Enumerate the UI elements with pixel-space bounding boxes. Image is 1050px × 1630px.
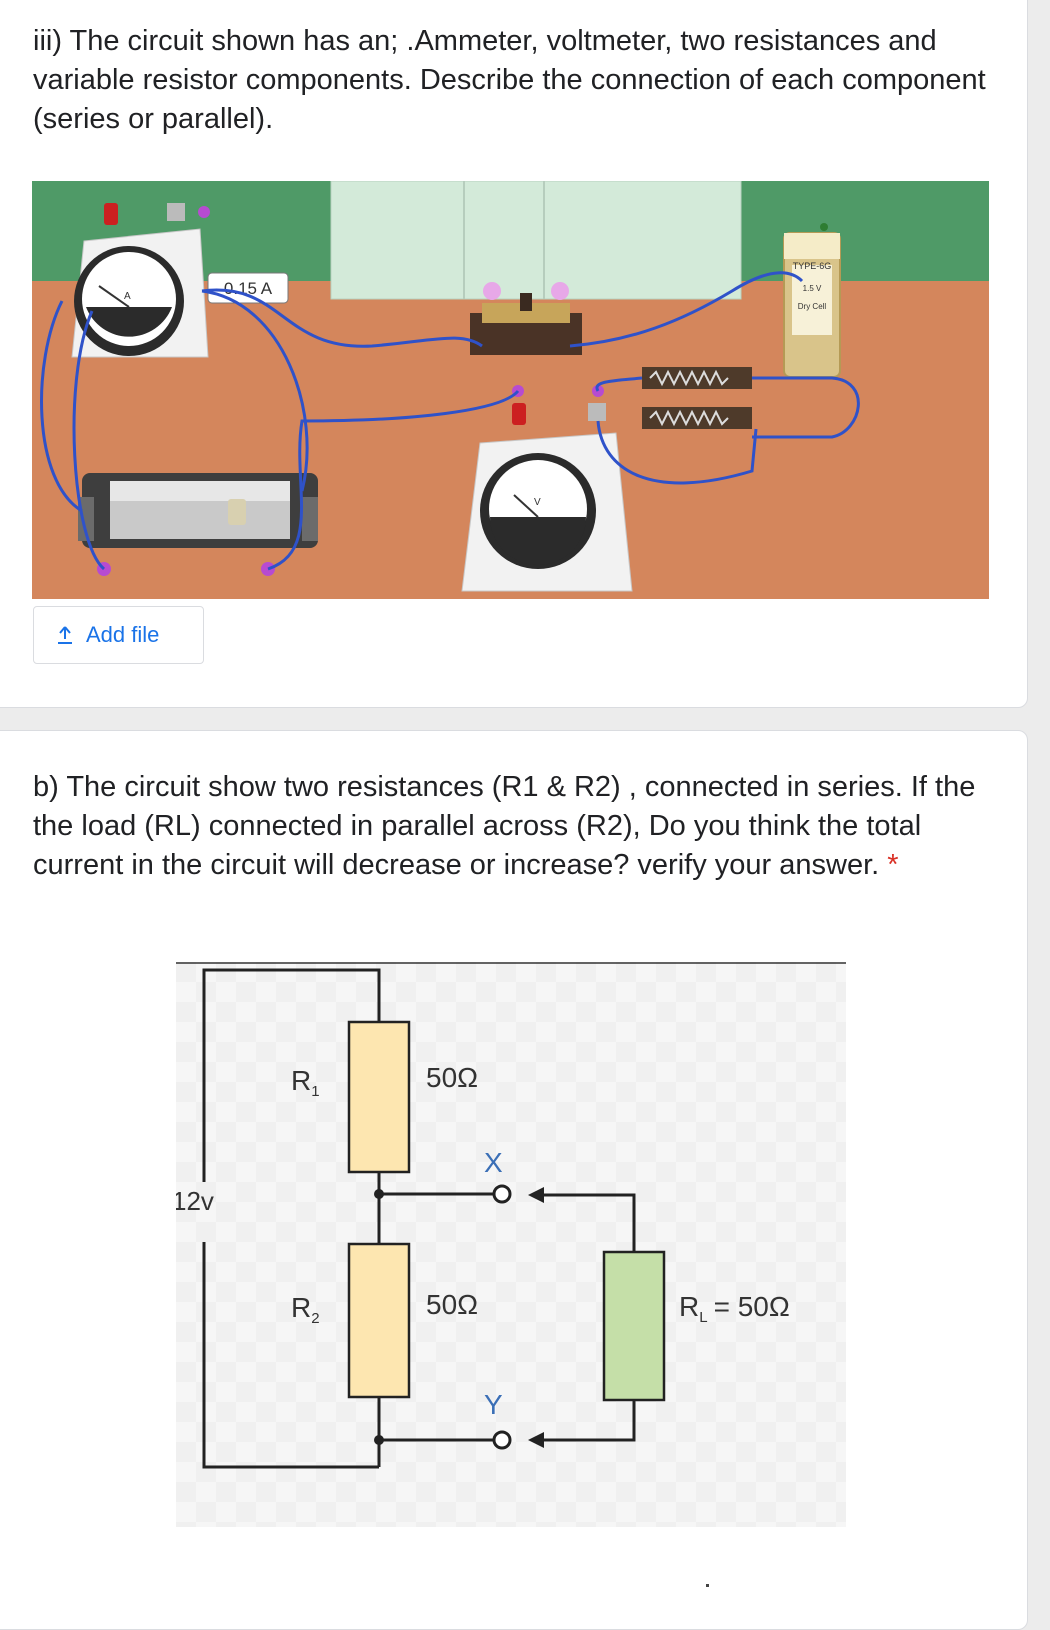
resistor-r1 <box>347 1020 411 1174</box>
node-y-label: Y <box>484 1389 503 1420</box>
add-file-button[interactable]: Add file <box>33 606 204 664</box>
ammeter-reading-badge: 0.15 A <box>207 272 289 304</box>
upload-icon <box>58 626 72 644</box>
add-file-label: Add file <box>86 622 160 647</box>
r1-label: R1 <box>291 1065 320 1100</box>
required-asterisk: * <box>887 849 899 881</box>
circuit-photo: A 0.15 A V <box>32 181 989 599</box>
source-voltage: 12v <box>176 1186 214 1216</box>
cell-label: Dry Cell <box>798 302 827 311</box>
board <box>330 181 742 300</box>
key-switch <box>470 282 582 355</box>
resistor-r2 <box>347 1242 411 1399</box>
terminal-y <box>492 1430 512 1450</box>
node-x-label: X <box>484 1147 503 1178</box>
schematic-wires <box>202 968 636 1469</box>
arrow-y <box>528 1432 544 1448</box>
dry-cell: TYPE-6G 1.5 V Dry Cell <box>783 223 841 378</box>
arrow-x <box>528 1187 544 1203</box>
question-2-text: b) The circuit show two resistances (R1 … <box>33 768 993 885</box>
cell-voltage: 1.5 V <box>803 284 822 293</box>
r1-value: 50Ω <box>426 1062 478 1093</box>
r2-label: R2 <box>291 1292 320 1327</box>
question-2-body: b) The circuit show two resistances (R1 … <box>33 771 976 881</box>
terminal-x <box>492 1184 512 1204</box>
voltmeter-letter: V <box>534 497 541 508</box>
question-1-text: iii) The circuit shown has an; .Ammeter,… <box>33 25 986 135</box>
rheostat <box>78 473 318 576</box>
rl-label: RL= 50Ω <box>679 1291 790 1326</box>
ammeter-letter: A <box>124 291 131 302</box>
stray-mark <box>706 1584 709 1587</box>
fixed-resistors <box>642 367 752 429</box>
resistor-rl <box>602 1250 666 1402</box>
r2-value: 50Ω <box>426 1289 478 1320</box>
circuit-schematic: R1 50Ω R2 50Ω 12v X Y RL= 50Ω <box>176 962 846 1527</box>
wires <box>40 271 860 571</box>
ammeter: A <box>71 203 210 358</box>
cell-type: TYPE-6G <box>793 261 832 271</box>
checker-background <box>176 962 846 1527</box>
